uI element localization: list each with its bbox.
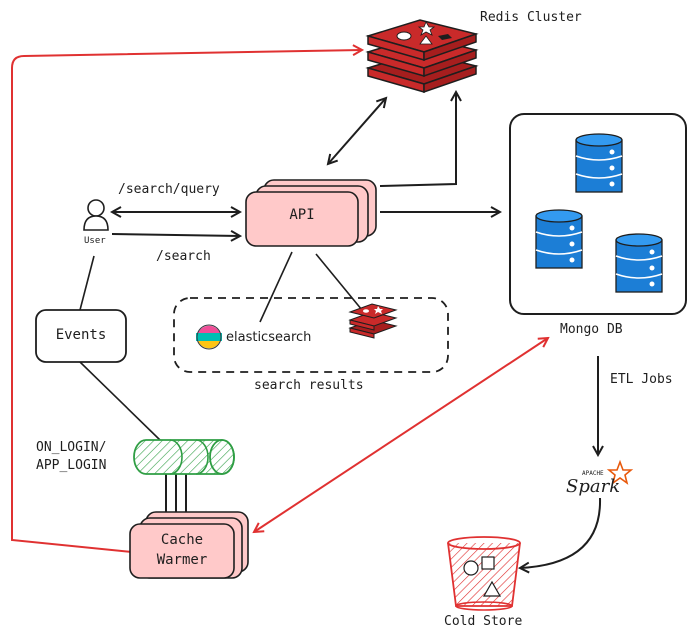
redis-small-icon [348,303,398,339]
cache-warmer-node [129,511,249,579]
mongodb-icon [535,133,663,293]
mongodb-label: Mongo DB [560,322,623,337]
on-login-label: ON_LOGIN/ [36,440,107,455]
search-query-label: /search/query [118,182,220,197]
red-arrow-warmer-to-redis [11,50,362,553]
events-label: Events [55,327,107,343]
elasticsearch-icon [196,324,222,350]
spark-label: Spark [566,476,621,497]
events-box [35,309,127,363]
bucket-icon [447,536,521,611]
app-login-label: APP_LOGIN [36,458,107,473]
elasticsearch-label: elasticsearch [226,330,312,345]
redis-cluster-label: Redis Cluster [480,10,582,25]
api-label: API [289,207,315,223]
user-label: User [84,236,106,246]
search-label: /search [156,249,211,264]
search-results-label: search results [254,378,364,393]
line-api-elastic [259,251,293,323]
arrow-spark-coldstore [520,497,602,568]
arrow-api-redis-elbow [379,92,456,187]
line-api-redis-small [315,253,363,311]
cache-warmer-label-line1: Cache [160,532,204,548]
spark-apache-label: APACHE [582,470,604,477]
cold-store-label: Cold Store [444,614,523,629]
spark-icon [606,459,634,485]
queue-icon [133,439,235,475]
line-user-events [79,255,95,311]
arrow-user-api-search [111,234,240,236]
cache-warmer-label-line2: Warmer [156,552,208,568]
api-node [245,179,377,247]
redis-icon [365,19,479,94]
red-arrow-warmer-mongo [254,338,548,532]
etl-jobs-label: ETL Jobs [610,372,673,387]
line-events-queue [79,361,161,441]
arrow-api-redis [328,98,386,164]
user-icon [83,199,109,231]
search-results-group [173,297,449,373]
